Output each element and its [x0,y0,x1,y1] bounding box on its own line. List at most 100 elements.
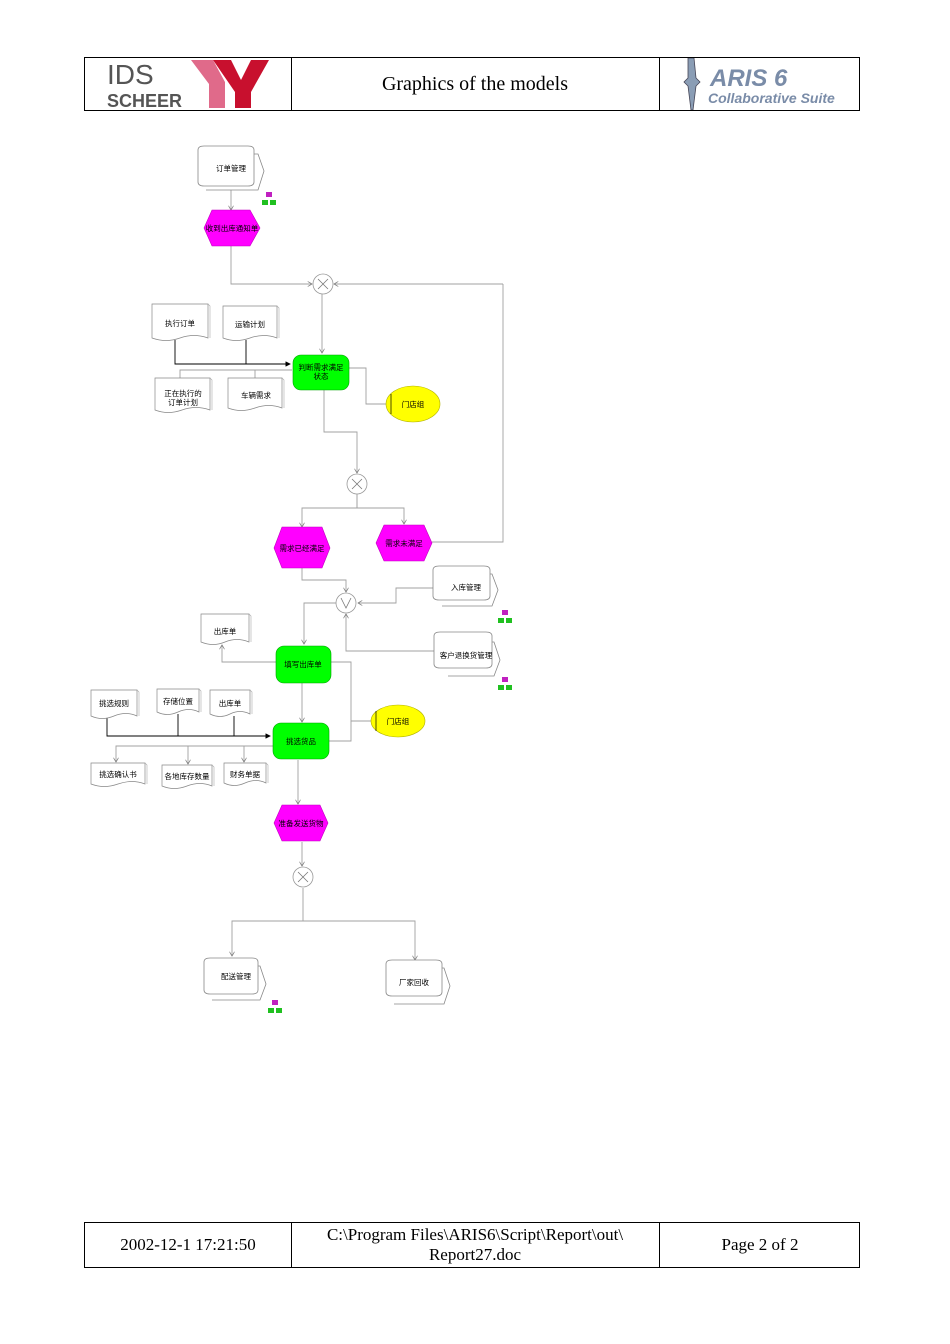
data-input-lines [106,340,291,739]
org-unit-store-group-2[interactable]: 门店组 [370,704,426,738]
hierarchy-icon[interactable] [268,1000,282,1013]
connector-line [328,721,352,742]
function-label: 挑选货品 [286,736,316,746]
document-exec-order[interactable]: 执行订单 [151,303,211,341]
document-exec-plan[interactable]: 正在执行的 订单计划 [154,377,213,413]
connector-line [432,284,504,543]
event-label: 需求已经满足 [280,543,325,553]
or-connector[interactable] [335,592,357,614]
connector-line [330,661,371,722]
connector-lines [116,190,504,960]
ids-scheer-logo: IDS SCHEER [85,58,292,111]
aris-title-text: ARIS 6 [709,65,788,92]
logo-shape-left [191,60,225,108]
xor-connector[interactable] [312,273,334,295]
xor-connector[interactable] [292,866,314,888]
process-label: 客户退换货管理 [440,650,493,660]
connector-line [356,494,404,524]
data-input-line [174,340,291,367]
process-interface-inbound-mgmt[interactable]: 入库管理 [432,565,499,607]
process-label: 订单管理 [216,163,246,173]
process-label: 厂家回收 [399,977,429,987]
logo-shape-right [213,60,269,108]
event-label: 收到出库通知单 [206,223,259,233]
function-judge-demand[interactable]: 判断需求满足 状态 [292,354,350,391]
document-pick-confirm[interactable]: 挑选确认书 [90,762,148,787]
connector-line [302,494,358,527]
org-unit-store-group-1[interactable]: 门店组 [385,385,441,423]
header-table: IDS SCHEER Graphics of the models ARIS 6… [84,57,860,111]
logo-scheer-text: SCHEER [107,91,182,110]
function-label: 填写出库单 [284,659,322,669]
connector-line [230,246,312,284]
document-title: Graphics of the models [291,58,660,110]
connector-line [303,920,415,960]
connector-line [349,367,386,405]
connector-line [244,745,274,762]
hierarchy-icon[interactable] [262,192,276,205]
connector-line [346,614,437,652]
footer-path-line1: C:\Program Files\ARIS6\Script\Report\out… [326,1225,624,1244]
process-interface-delivery-mgmt[interactable]: 配送管理 [203,957,267,1001]
connector-line [304,602,338,644]
function-label-line1: 判断需求满足 [299,362,344,372]
document-label: 各地库存数量 [165,771,210,781]
document-label: 财务单据 [230,769,260,779]
document-outbound-1[interactable]: 出库单 [200,613,252,645]
event-prepare-ship[interactable]: 准备发送货物 [273,804,329,842]
function-fill-outbound[interactable]: 填写出库单 [275,645,332,684]
connector-line [116,745,274,762]
document-label-line1: 正在执行的 [164,388,202,398]
logo-ids-text: IDS [107,59,154,90]
process-label: 入库管理 [451,582,481,592]
event-receive-notice[interactable]: 收到出库通知单 [203,209,261,247]
hierarchy-icon[interactable] [498,677,512,690]
aris-subtitle-text: Collaborative Suite [708,90,835,106]
event-label: 准备发送货物 [279,818,324,828]
footer-path: C:\Program Files\ARIS6\Script\Report\out… [291,1223,660,1267]
document-label: 存储位置 [163,696,193,706]
document-vehicle-demand[interactable]: 车辆需求 [227,377,285,411]
event-demand-unmet[interactable]: 需求未满足 [375,524,433,562]
document-finance[interactable]: 财务单据 [223,762,269,786]
data-input-line [106,718,271,739]
function-label-line2: 状态 [314,371,329,381]
process-label: 配送管理 [221,971,251,981]
org-unit-label: 门店组 [387,716,410,726]
document-outbound-2[interactable]: 出库单 [209,689,253,717]
aris-logo: ARIS 6 Collaborative Suite [660,57,860,111]
connector-line [188,745,274,764]
connector-line [222,645,276,663]
function-pick-goods[interactable]: 挑选货品 [272,722,330,760]
xor-connector[interactable] [346,473,368,495]
document-label-line2: 订单计划 [168,397,198,407]
connector-line [358,587,437,603]
org-unit-label: 门店组 [402,399,425,409]
footer-path-line2: Report27.doc [428,1245,522,1264]
footer-page-number: Page 2 of 2 [721,1235,799,1254]
document-label: 出库单 [219,698,242,708]
document-label: 运输计划 [235,319,265,329]
document-local-stock[interactable]: 各地库存数量 [161,764,215,789]
document-label: 执行订单 [165,318,195,328]
connector-line [232,888,304,956]
connector-line [301,568,346,592]
event-demand-met[interactable]: 需求已经满足 [273,526,331,569]
connector-line [323,390,357,473]
event-label: 需求未满足 [385,538,423,548]
document-transport-plan[interactable]: 运输计划 [222,305,280,341]
document-label: 挑选确认书 [99,769,137,779]
ids-scheer-logo-graphic: IDS SCHEER [107,59,269,111]
document-storage-loc[interactable]: 存储位置 [156,688,202,715]
document-pick-rules[interactable]: 挑选规则 [90,689,140,719]
hierarchy-icon[interactable] [498,610,512,623]
process-interface-order-mgmt[interactable]: 订单管理 [197,145,265,191]
footer-datetime: 2002-12-1 17:21:50 [85,1223,292,1267]
document-label: 出库单 [214,626,237,636]
document-label: 挑选规则 [99,698,129,708]
process-interface-vendor-recycle[interactable]: 厂家回收 [385,959,451,1005]
process-interface-return-mgmt[interactable]: 客户退换货管理 [433,631,501,677]
footer-table: 2002-12-1 17:21:50 C:\Program Files\ARIS… [84,1222,860,1268]
document-label: 车辆需求 [241,390,271,400]
